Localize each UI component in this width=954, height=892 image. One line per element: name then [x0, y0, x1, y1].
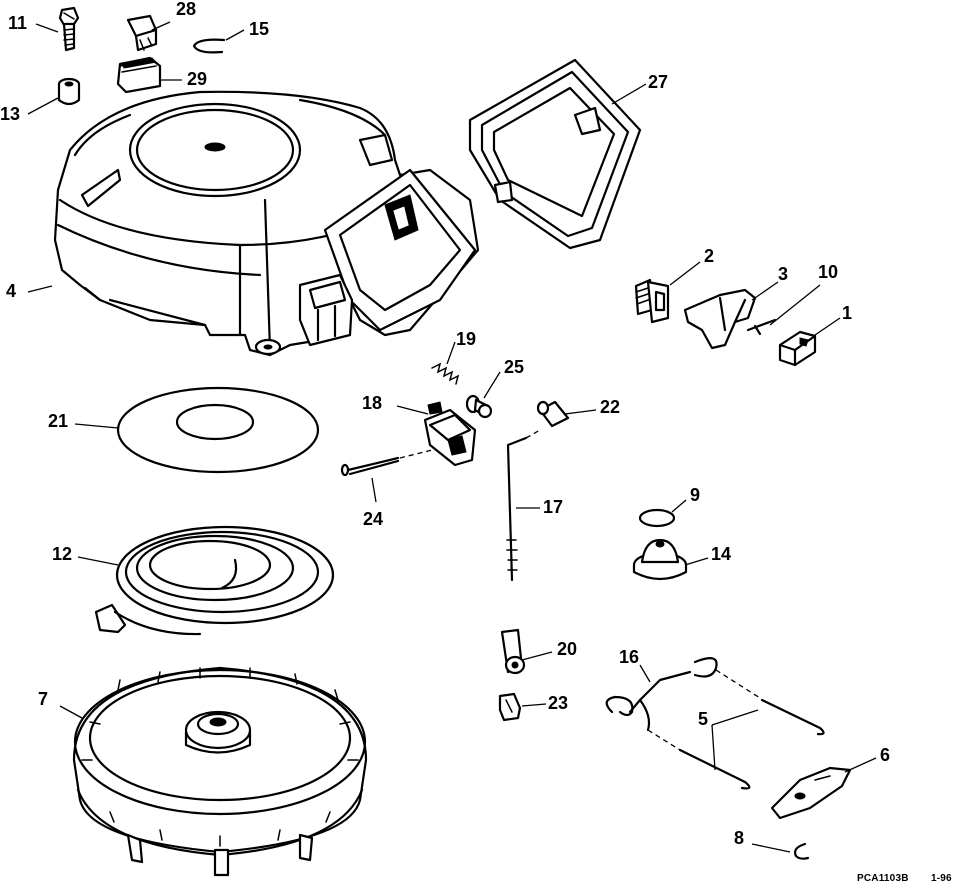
part-number-7: 7	[38, 689, 49, 709]
part-number-19: 19	[456, 329, 477, 349]
diagram-date: 1-96	[931, 873, 952, 884]
part-number-5: 5	[698, 709, 709, 729]
plunger-part-25	[465, 394, 493, 419]
spring-part-19	[431, 362, 460, 385]
part-number-28: 28	[176, 0, 197, 19]
o-ring-part-9	[638, 508, 676, 528]
spring-part-5	[647, 669, 825, 790]
part-number-22: 22	[600, 397, 621, 417]
part-number-27: 27	[648, 72, 669, 92]
pulley-part-7	[72, 666, 368, 877]
part-number-24: 24	[363, 509, 384, 529]
part-number-11: 11	[8, 13, 28, 33]
diagram-code: PCA1103B	[857, 873, 909, 884]
pin-part-10	[746, 318, 777, 336]
part-number-17: 17	[543, 497, 564, 517]
part-number-2: 2	[704, 246, 715, 266]
clip-part-23	[498, 692, 522, 722]
part-number-6: 6	[880, 745, 891, 765]
pawl-part-6	[770, 766, 852, 820]
part-number-20: 20	[557, 639, 578, 659]
clip-part-15	[192, 38, 226, 54]
bolt-part-11	[58, 6, 80, 52]
rod-part-17	[506, 429, 541, 582]
housing-part-4	[53, 90, 480, 357]
part-number-29: 29	[187, 69, 208, 89]
plate-part-21	[116, 386, 320, 474]
part-number-12: 12	[52, 544, 73, 564]
clip-part-8	[793, 842, 810, 860]
part-number-8: 8	[734, 828, 745, 848]
rope-guide-part-27	[468, 58, 642, 250]
part-number-14: 14	[711, 544, 732, 564]
lock-part-18	[423, 401, 477, 467]
cap-part-14	[632, 538, 688, 581]
part-number-23: 23	[548, 693, 569, 713]
part-number-16: 16	[619, 647, 640, 667]
knob-part-2	[634, 278, 670, 324]
block-part-1	[778, 330, 817, 367]
spring-part-16	[605, 657, 718, 732]
part-number-13: 13	[0, 104, 21, 124]
part-number-10: 10	[818, 262, 839, 282]
fuse-part-28	[126, 14, 158, 52]
link-part-20	[500, 628, 526, 675]
pin-part-24	[340, 449, 433, 477]
bushing-part-13	[57, 77, 81, 106]
link-part-22	[536, 400, 570, 428]
part-number-18: 18	[362, 393, 383, 413]
part-number-1: 1	[842, 303, 853, 323]
part-number-4: 4	[6, 281, 17, 301]
handle-part-3	[683, 288, 757, 350]
leader-lines	[27, 21, 877, 853]
part-number-25: 25	[504, 357, 525, 377]
part-number-15: 15	[249, 19, 270, 39]
part-number-9: 9	[690, 485, 701, 505]
part-number-21: 21	[48, 411, 69, 431]
spring-part-12	[94, 525, 335, 636]
part-number-3: 3	[778, 264, 789, 284]
fuse-holder-part-29	[116, 56, 162, 94]
